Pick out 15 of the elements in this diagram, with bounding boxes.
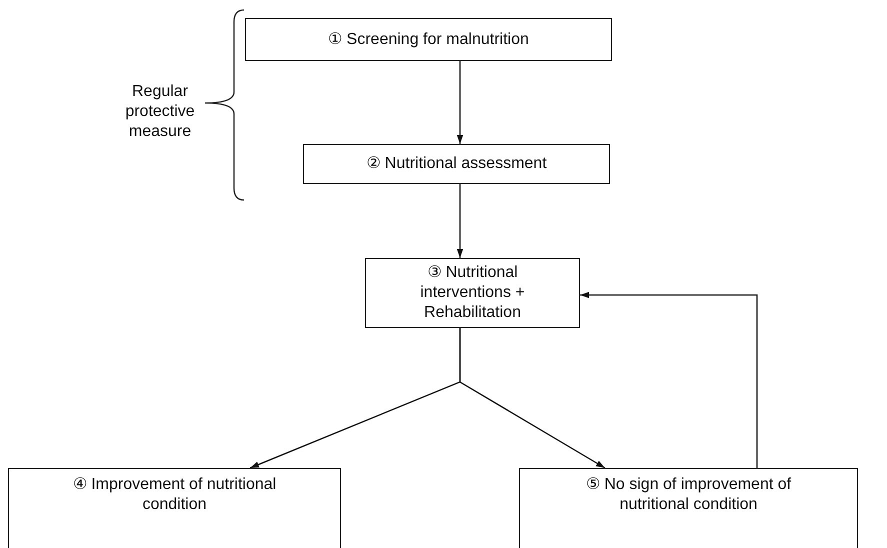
box-text: ⑤ No sign of improvement of nutritional condition: [584, 475, 792, 515]
process-box: [245, 18, 612, 61]
brace-label: Regular protective measure: [124, 82, 196, 142]
arrow: [456, 184, 464, 258]
process-box: [303, 144, 610, 184]
arrow: [456, 61, 464, 144]
process-box: [8, 468, 341, 548]
arrow: [580, 292, 758, 468]
box-text: ③ Nutritional interventions + Rehabilitation: [419, 263, 526, 323]
arrow: [459, 328, 606, 469]
box-text: ④ Improvement of nutritional condition: [72, 475, 278, 515]
box-text: ② Nutritional assessment: [366, 154, 547, 174]
process-box: [365, 258, 580, 328]
box-text: ① Screening for malnutrition: [328, 30, 529, 50]
process-box: [519, 468, 858, 548]
